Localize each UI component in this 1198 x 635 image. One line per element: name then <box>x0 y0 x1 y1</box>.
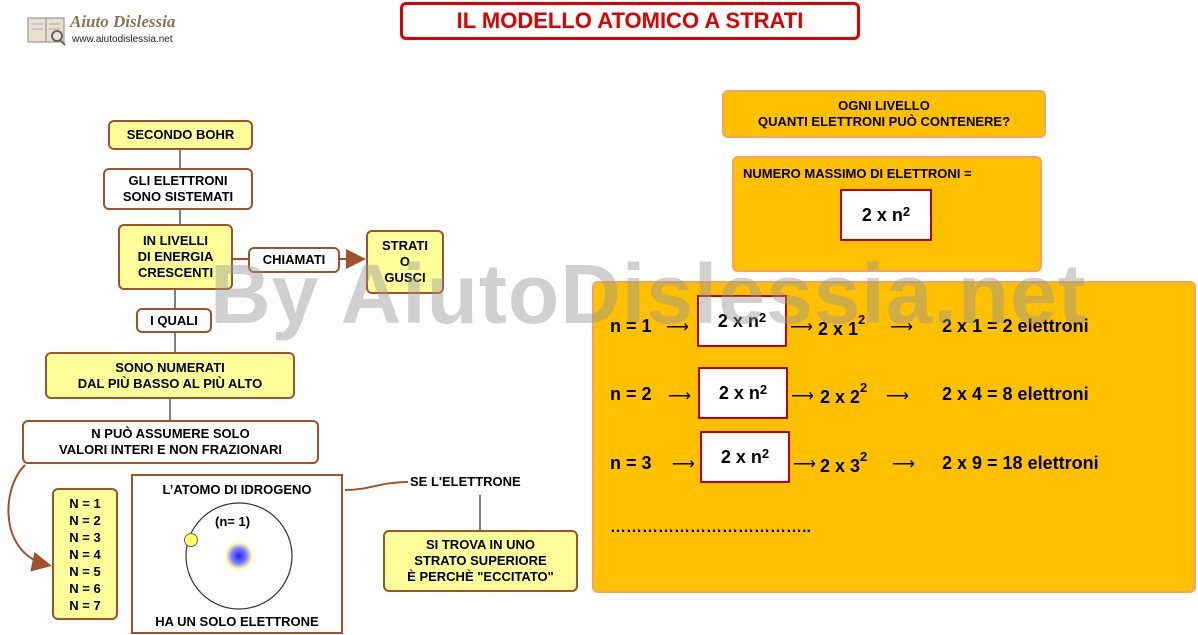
row-result: 2 x 9 = 18 elettroni <box>942 453 1099 473</box>
list-item: N = 1 <box>69 495 101 511</box>
row-substitution-exponent: 2 <box>858 312 866 327</box>
n-assumere-box: N PUÒ ASSUMERE SOLO VALORI INTERI E NON … <box>22 420 319 464</box>
row-substitution-text: 2 x 3 <box>820 456 861 476</box>
logo-url: www.aiutodislessia.net <box>72 34 173 45</box>
arrow-icon: ⟶ <box>890 319 913 336</box>
chiamati-label: CHIAMATI <box>248 247 340 273</box>
dots-line: ……………………………….. <box>610 519 811 536</box>
arrow-icon: ⟶ <box>668 388 691 405</box>
n-values-list: N = 1 N = 2 N = 3 N = 4 N = 5 N = 6 N = … <box>52 488 118 620</box>
formula-exponent: 2 <box>902 203 911 219</box>
arrow-icon: ⟶ <box>790 319 813 336</box>
page-title: IL MODELLO ATOMICO A STRATI <box>400 2 860 40</box>
atomo-caption: HA UN SOLO ELETTRONE <box>155 614 319 629</box>
list-item: N = 2 <box>69 512 101 528</box>
list-item: N = 7 <box>69 597 101 613</box>
logo-name: Aiuto Dislessia <box>70 12 176 31</box>
si-trova-box: SI TROVA IN UNO STRATO SUPERIORE È PERCH… <box>383 530 578 592</box>
row-substitution: 2 x 12 <box>818 312 865 340</box>
row-formula-text: 2 x n <box>718 382 760 403</box>
list-item: N = 4 <box>69 546 101 562</box>
formula-text: 2 x n <box>861 204 903 225</box>
numero-massimo-label: NUMERO MASSIMO DI ELETTRONI = <box>743 166 972 181</box>
row-substitution: 2 x 32 <box>820 449 867 477</box>
row-formula-text: 2 x n <box>717 310 759 331</box>
atomo-title: L’ATOMO DI IDROGENO <box>162 482 312 497</box>
list-item: N = 3 <box>69 529 101 545</box>
book-icon <box>26 14 66 46</box>
row-substitution: 2 x 22 <box>820 380 867 408</box>
row-substitution-exponent: 2 <box>860 380 868 395</box>
row-substitution-text: 2 x 1 <box>818 319 859 339</box>
strati-box: STRATI O GUSCI <box>366 230 444 294</box>
gli-elettroni-box: GLI ELETTRONI SONO SISTEMATI <box>103 168 253 210</box>
arrow-icon: ⟶ <box>672 456 695 473</box>
numerati-box: SONO NUMERATI DAL PIÙ BASSO AL PIÙ ALTO <box>45 352 295 399</box>
ogni-livello-box: OGNI LIVELLO QUANTI ELETTRONI PUÒ CONTEN… <box>722 90 1046 138</box>
row-formula-exponent: 2 <box>758 309 767 325</box>
arrow-icon: ⟶ <box>892 456 915 473</box>
row-substitution-exponent: 2 <box>860 449 868 464</box>
arrow-icon: ⟶ <box>886 388 909 405</box>
arrow-icon: ⟶ <box>791 388 814 405</box>
row-formula-exponent: 2 <box>761 445 770 461</box>
row-n-label: n = 3 <box>610 453 652 473</box>
logo[interactable]: Aiuto Dislessia www.aiutodislessia.net <box>22 10 182 48</box>
row-formula-exponent: 2 <box>759 381 768 397</box>
list-item: N = 5 <box>69 563 101 579</box>
in-livelli-box: IN LIVELLI DI ENERGIA CRESCENTI <box>118 224 233 290</box>
i-quali-label: I QUALI <box>136 308 212 333</box>
row-n-label: n = 1 <box>610 316 652 336</box>
se-elettrone-label: SE L'ELETTRONE <box>410 474 521 489</box>
watermark: By AiutoDislessia.net <box>210 247 1087 341</box>
row-formula-text: 2 x n <box>720 446 762 467</box>
secondo-bohr-box: SECONDO BOHR <box>108 120 253 150</box>
row-result: 2 x 4 = 8 elettroni <box>942 384 1089 404</box>
arrow-icon: ⟶ <box>666 319 689 336</box>
arrow-icon: ⟶ <box>793 456 816 473</box>
atomo-panel: L’ATOMO DI IDROGENO (n= 1) HA UN SOLO EL… <box>131 474 343 634</box>
hydrogen-atom-drawing <box>184 502 293 610</box>
row-result: 2 x 1 = 2 elettroni <box>942 316 1089 336</box>
row-substitution-text: 2 x 2 <box>820 387 861 407</box>
row-n-label: n = 2 <box>610 384 652 404</box>
list-item: N = 6 <box>69 580 101 596</box>
atomo-n-label: (n= 1) <box>215 514 251 529</box>
